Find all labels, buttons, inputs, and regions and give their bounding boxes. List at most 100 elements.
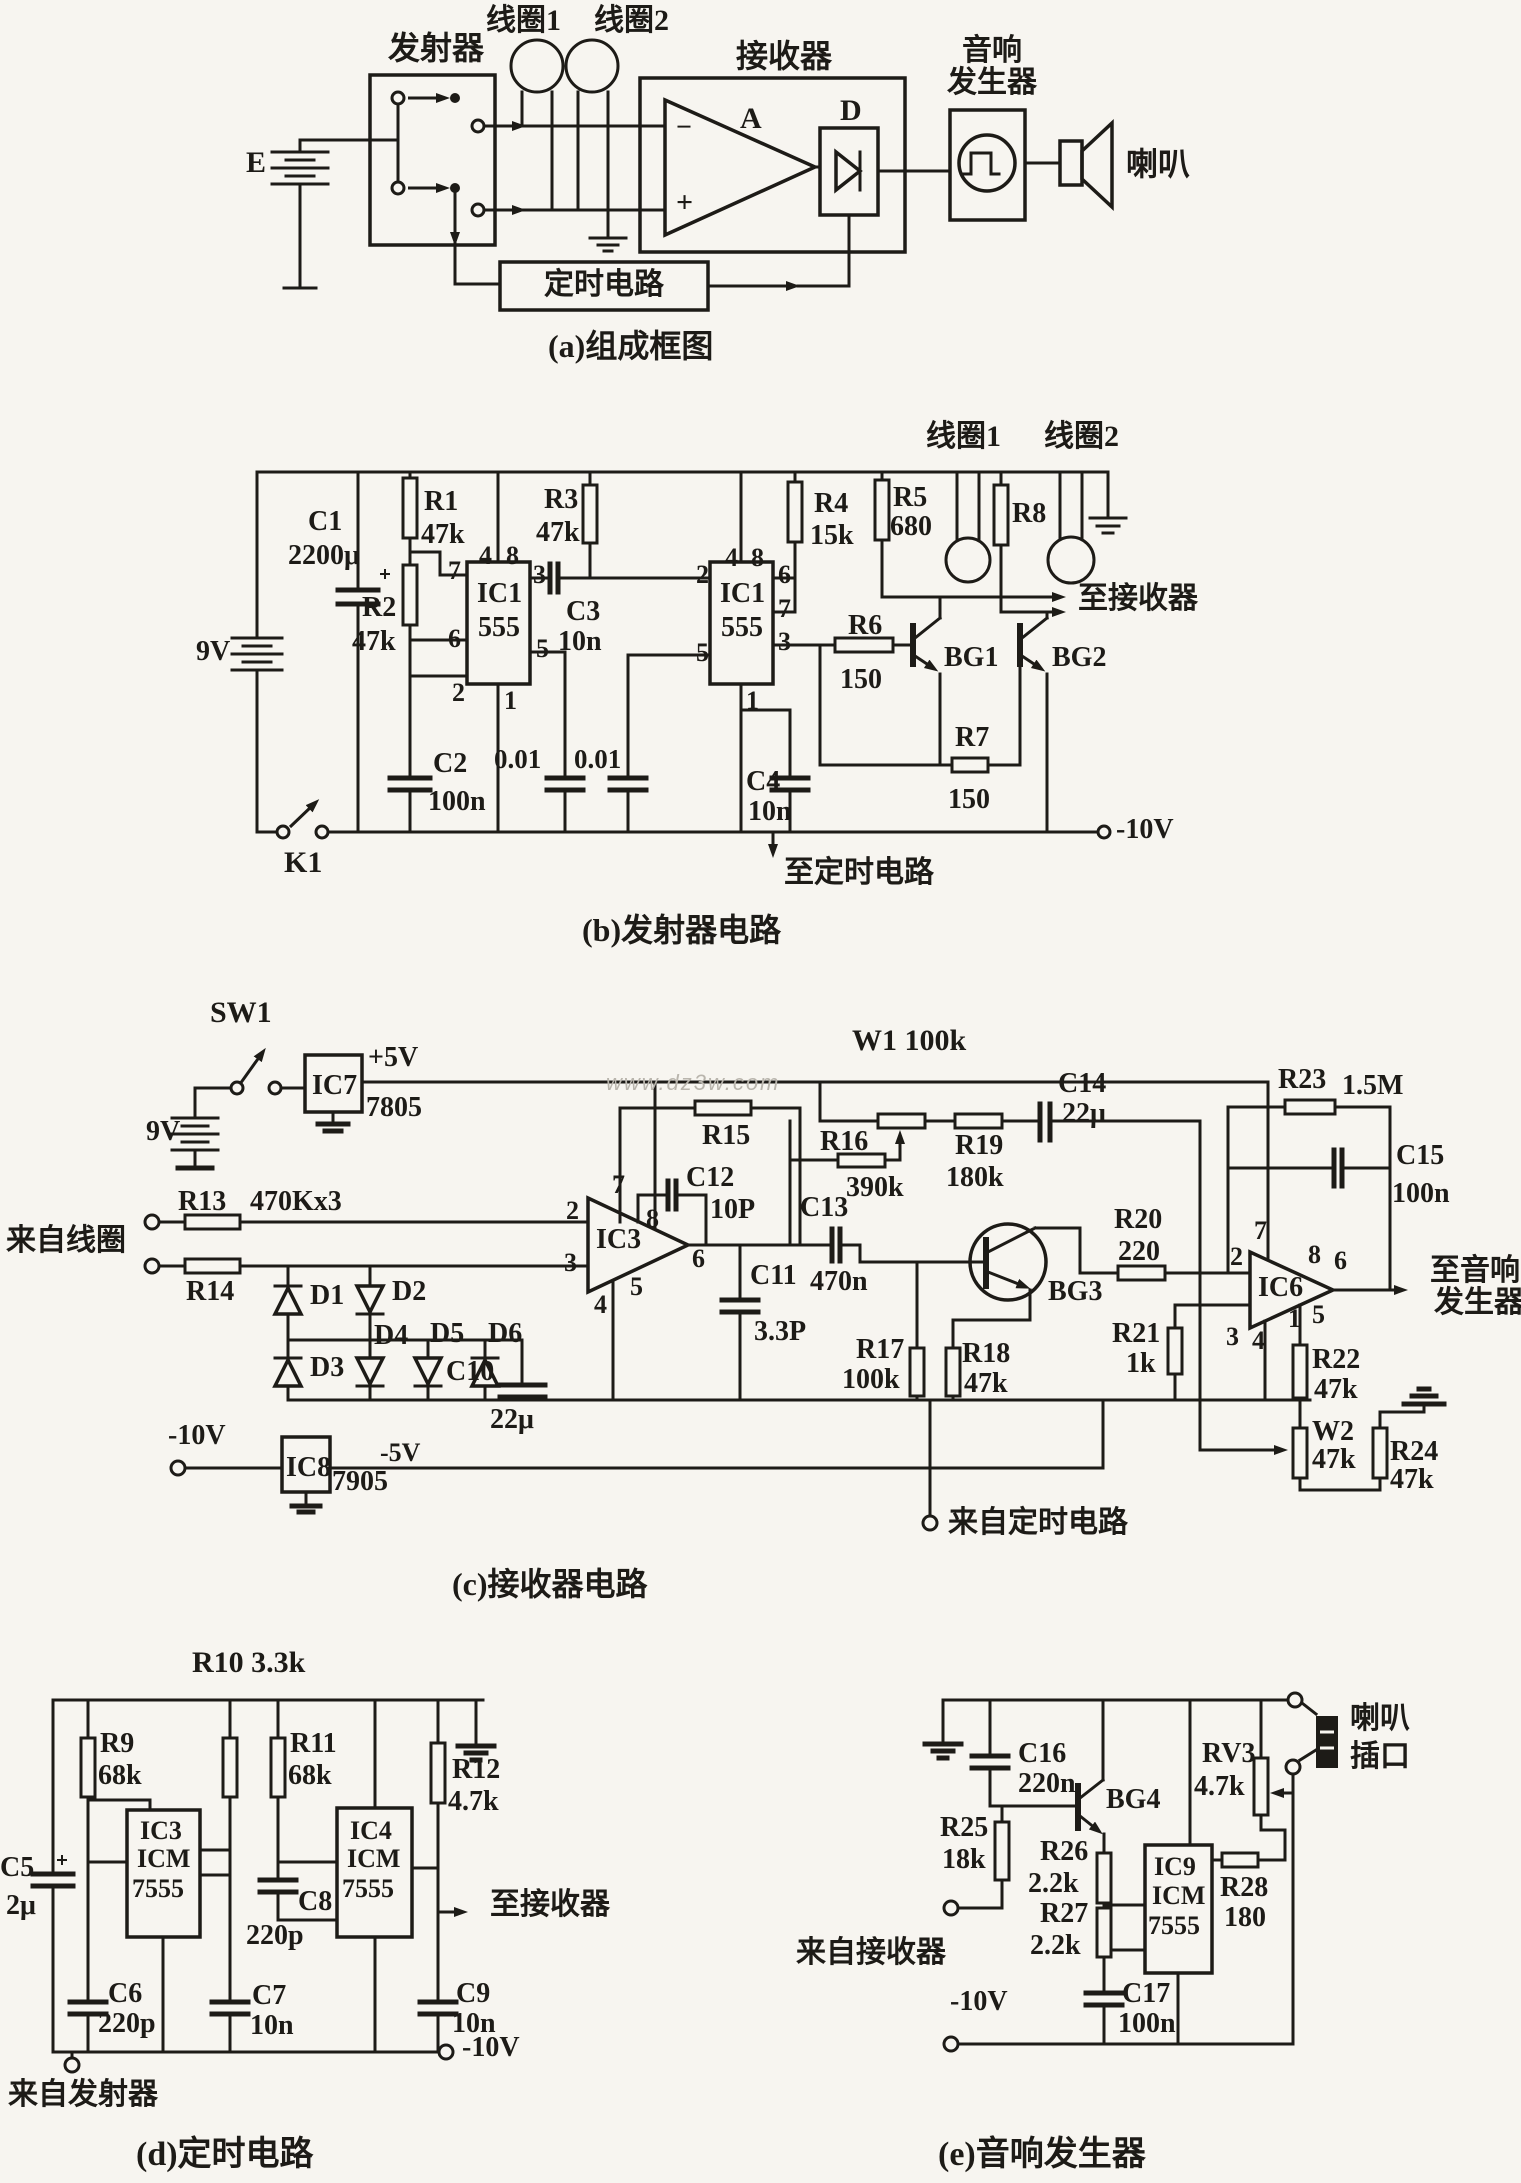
b-pin-8b: 8 bbox=[751, 543, 764, 572]
jack-terminal-1 bbox=[1286, 1691, 1304, 1709]
amplifier-triangle bbox=[663, 97, 820, 238]
c-label-C14-value: 22μ bbox=[1062, 1098, 1106, 1129]
resistor-R21 bbox=[1166, 1326, 1184, 1376]
c-label-C10-value: 22μ bbox=[490, 1404, 534, 1435]
d-label-R10: R10 3.3k bbox=[192, 1646, 306, 1679]
c-label-from-coil: 来自线圈 bbox=[6, 1224, 126, 1257]
e-label-RV3-value: 4.7k bbox=[1194, 1771, 1245, 1802]
e-label-R27: R27 bbox=[1040, 1898, 1089, 1929]
neg10-terminal-e bbox=[942, 2035, 960, 2053]
IC8-box bbox=[280, 1435, 332, 1494]
b-label-R7-value: 150 bbox=[948, 784, 990, 815]
resistor-R19 bbox=[953, 1112, 1004, 1130]
coil-input-1 bbox=[143, 1213, 161, 1231]
b-label-R2-value: 47k bbox=[352, 626, 396, 657]
e-label-R26: R26 bbox=[1040, 1836, 1089, 1867]
d-label-C7: C7 bbox=[252, 1980, 287, 2011]
c-label-R17-value: 100k bbox=[842, 1364, 900, 1395]
b-caption: (b)发射器电路 bbox=[582, 912, 782, 948]
pulse-symbol bbox=[957, 133, 1017, 193]
SW1-terminal-2 bbox=[267, 1080, 283, 1096]
b-label-R3-value: 47k bbox=[536, 517, 580, 548]
c-label-7905: 7905 bbox=[332, 1466, 388, 1497]
b-pin-6b: 6 bbox=[778, 560, 791, 589]
resistor-R25 bbox=[993, 1820, 1011, 1882]
d-label-R12-value: 4.7k bbox=[448, 1786, 499, 1817]
b-label-IC1b-2: 555 bbox=[721, 612, 763, 643]
d-label-C6: C6 bbox=[108, 1978, 143, 2009]
c-label-R21: R21 bbox=[1112, 1318, 1161, 1349]
d-label-IC4-1: IC4 bbox=[350, 1816, 392, 1845]
b-label-R6: R6 bbox=[848, 610, 883, 641]
c-label-from-timing: 来自定时电路 bbox=[948, 1506, 1128, 1539]
resistor-R24 bbox=[1371, 1426, 1389, 1480]
c-label-IC6: IC6 bbox=[1258, 1272, 1304, 1303]
b-label-C3-value: 10n bbox=[558, 626, 602, 657]
e-label-IC9-2: ICM bbox=[1152, 1881, 1206, 1910]
a-label-timing: 定时电路 bbox=[544, 268, 664, 301]
d-label-R11: R11 bbox=[290, 1728, 337, 1759]
c-label-R19: R19 bbox=[955, 1130, 1004, 1161]
e-label-BG4: BG4 bbox=[1106, 1784, 1161, 1815]
b-label-R1-value: 47k bbox=[421, 519, 465, 550]
c-pin-7: 7 bbox=[612, 1170, 625, 1199]
b-label-coil1: 线圈1 bbox=[926, 420, 1001, 453]
c-caption: (c)接收器电路 bbox=[452, 1566, 648, 1602]
battery-9v-c bbox=[170, 1116, 220, 1152]
resistor-R4 bbox=[786, 480, 804, 544]
c-label-W2-value: 47k bbox=[1312, 1444, 1356, 1475]
resistor-R7 bbox=[950, 756, 990, 774]
resistor-R17 bbox=[908, 1346, 926, 1398]
K1-terminal-1 bbox=[275, 824, 291, 840]
c-label-R16: R16 bbox=[820, 1126, 869, 1157]
c-label-neg10: -10V bbox=[168, 1420, 226, 1451]
d-label-C7-value: 10n bbox=[250, 2010, 294, 2041]
potentiometer-W1 bbox=[876, 1112, 927, 1130]
e-label-R28-value: 180 bbox=[1224, 1902, 1266, 1933]
d-label-IC3-1: IC3 bbox=[140, 1816, 182, 1845]
b-label-cap001-2: 0.01 bbox=[574, 744, 622, 774]
b-label-R7: R7 bbox=[955, 722, 990, 753]
c-label-D5: D5 bbox=[430, 1318, 465, 1349]
c-label-C12-value: 10P bbox=[710, 1194, 756, 1225]
b-label-R4: R4 bbox=[814, 488, 849, 519]
b-label-BG1: BG1 bbox=[944, 642, 999, 673]
neg10-terminal-c bbox=[169, 1459, 187, 1477]
resistor-R3 bbox=[581, 483, 599, 545]
c-pin-6b: 6 bbox=[1334, 1246, 1347, 1275]
e-label-R26-value: 2.2k bbox=[1028, 1868, 1079, 1899]
a-label-soundgen-1: 音响 bbox=[962, 34, 1022, 67]
d-label-R9: R9 bbox=[100, 1728, 135, 1759]
a-label-soundgen-2: 发生器 bbox=[947, 66, 1037, 99]
from-receiver-terminal bbox=[942, 1899, 960, 1917]
d-label-IC4-2: ICM bbox=[347, 1844, 401, 1873]
c-label-SW1: SW1 bbox=[210, 996, 272, 1029]
c-label-R18: R18 bbox=[962, 1338, 1011, 1369]
c-label-C15: C15 bbox=[1396, 1140, 1445, 1171]
a-label-receiver: 接收器 bbox=[736, 38, 833, 74]
detector-box bbox=[818, 126, 880, 217]
c-pin-3: 3 bbox=[564, 1248, 577, 1277]
d-label-from-transmitter: 来自发射器 bbox=[8, 2078, 158, 2111]
e-label-RV3: RV3 bbox=[1202, 1738, 1256, 1769]
b-label-K1: K1 bbox=[284, 846, 323, 879]
b-label-IC1a: IC1 bbox=[477, 578, 523, 609]
SW1-terminal-1 bbox=[229, 1080, 245, 1096]
c-label-R18-value: 47k bbox=[964, 1368, 1008, 1399]
a-label-speaker: 喇叭 bbox=[1126, 146, 1191, 182]
b-label-to-receiver: 至接收器 bbox=[1078, 582, 1198, 615]
e-label-C16: C16 bbox=[1018, 1738, 1067, 1769]
b-pin-5a: 5 bbox=[536, 634, 549, 663]
b-pin-2a: 2 bbox=[452, 678, 465, 707]
c-label-R13-value: 470Kx3 bbox=[250, 1186, 342, 1217]
c-label-C13: C13 bbox=[800, 1192, 849, 1223]
d-label-C9-value: 10n bbox=[452, 2008, 496, 2039]
c-label-R20-value: 220 bbox=[1118, 1236, 1160, 1267]
c-pin-4b: 4 bbox=[1252, 1326, 1265, 1355]
b-label-IC1a-2: 555 bbox=[478, 612, 520, 643]
resistor-R9 bbox=[79, 1736, 97, 1799]
receiver-circuit bbox=[143, 1047, 1447, 1532]
b-pin-7a: 7 bbox=[448, 556, 461, 585]
b-label-C1-value: 2200μ bbox=[288, 540, 360, 571]
